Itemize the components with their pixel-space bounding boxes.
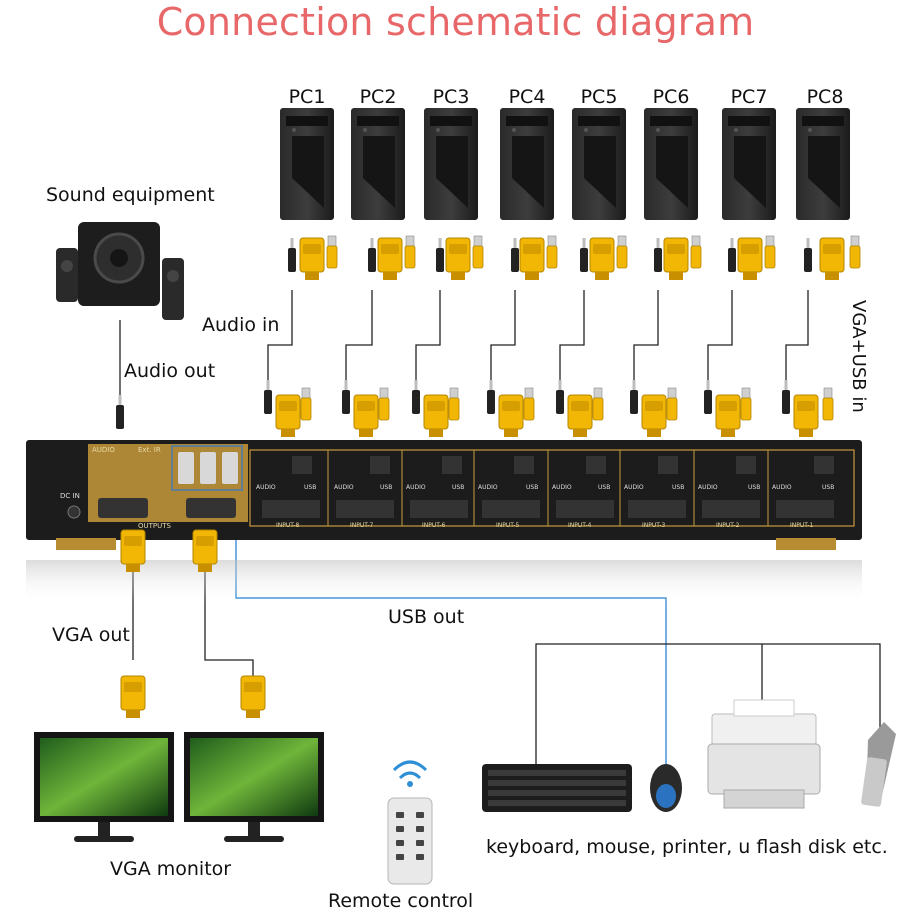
vga-monitor-label: VGA monitor <box>110 858 232 880</box>
pc-tower-8 <box>796 108 850 220</box>
remote-control-label: Remote control <box>328 890 474 911</box>
pc-tower-1 <box>280 108 334 220</box>
pc-towers <box>280 108 850 220</box>
pc-label-8: PC8 <box>806 86 844 108</box>
port-usb-6: USB <box>452 484 465 491</box>
device-ext-ir-label: Ext. IR <box>138 446 161 454</box>
sound-equipment-label: Sound equipment <box>46 184 215 206</box>
vga-monitors <box>34 732 324 842</box>
pc-label-1: PC1 <box>288 86 326 108</box>
pc-label-4: PC4 <box>508 86 546 108</box>
input-label-7: INPUT-7 <box>350 522 374 529</box>
input-label-5: INPUT-5 <box>496 522 520 529</box>
device-dc-in-label: DC IN <box>60 492 80 500</box>
pc-tower-5 <box>572 108 626 220</box>
port-usb-8: USB <box>304 484 317 491</box>
port-audio-8: AUDIO <box>256 484 276 491</box>
pc-label-7: PC7 <box>730 86 768 108</box>
device-outputs-label: OUTPUTS <box>138 522 171 530</box>
port-usb-3: USB <box>672 484 685 491</box>
usb-out-label: USB out <box>388 606 465 628</box>
port-audio-2: AUDIO <box>698 484 718 491</box>
port-usb-5: USB <box>526 484 539 491</box>
pc-label-5: PC5 <box>580 86 618 108</box>
input-label-8: INPUT-8 <box>276 522 300 529</box>
input-label-4: INPUT-4 <box>568 522 592 529</box>
kvm-switch <box>26 440 862 604</box>
pc-label-3: PC3 <box>432 86 470 108</box>
diagram-title: Connection schematic diagram <box>156 0 755 44</box>
vga-usb-in-label: VGA+USB in <box>848 300 869 413</box>
pc-tower-3 <box>424 108 478 220</box>
switch-side-plugs <box>116 380 834 438</box>
port-usb-4: USB <box>598 484 611 491</box>
peripherals-label: keyboard, mouse, printer, u flash disk e… <box>486 836 888 858</box>
audio-out-label: Audio out <box>124 360 216 382</box>
port-usb-1: USB <box>822 484 835 491</box>
input-label-6: INPUT-6 <box>422 522 446 529</box>
port-audio-7: AUDIO <box>334 484 354 491</box>
vga-out-label: VGA out <box>52 624 130 646</box>
remote-control <box>387 760 433 885</box>
port-audio-1: AUDIO <box>772 484 792 491</box>
input-label-3: INPUT-3 <box>642 522 666 529</box>
port-audio-6: AUDIO <box>406 484 426 491</box>
sound-equipment <box>56 222 184 320</box>
pc-label-2: PC2 <box>359 86 397 108</box>
port-usb-2: USB <box>748 484 761 491</box>
port-usb-7: USB <box>380 484 393 491</box>
port-audio-3: AUDIO <box>624 484 644 491</box>
port-audio-4: AUDIO <box>552 484 572 491</box>
pc-side-plugs <box>288 235 861 281</box>
pc-tower-6 <box>644 108 698 220</box>
device-audio-label: AUDIO <box>92 446 115 454</box>
input-label-1: INPUT-1 <box>790 522 814 529</box>
pc-tower-4 <box>500 108 554 220</box>
pc-tower-7 <box>722 108 776 220</box>
peripherals <box>482 699 896 812</box>
port-audio-5: AUDIO <box>478 484 498 491</box>
input-label-2: INPUT-2 <box>716 522 740 529</box>
vga-out-plugs <box>120 529 266 719</box>
pc-tower-2 <box>351 108 405 220</box>
audio-in-label: Audio in <box>202 314 280 336</box>
pc-label-6: PC6 <box>652 86 690 108</box>
